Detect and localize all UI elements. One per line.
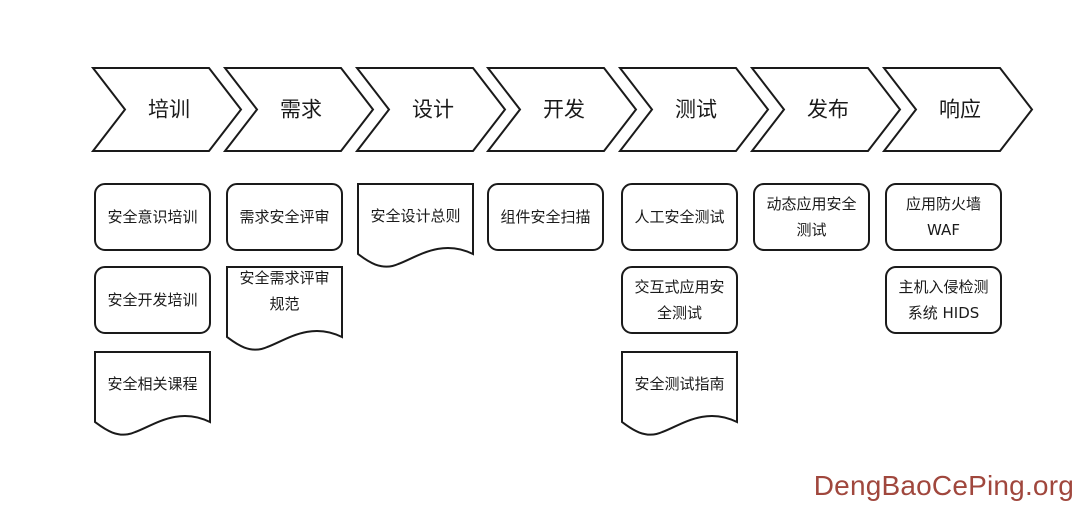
watermark: DengBaoCePing.org xyxy=(813,470,1074,501)
box-label: 安全相关课程 xyxy=(107,375,197,393)
stage-label: 需求 xyxy=(280,98,322,122)
stage-label: 测试 xyxy=(675,98,717,122)
document-box: 安全相关课程 xyxy=(94,351,211,436)
box-label: 需求安全评审 xyxy=(239,208,329,226)
rounded-box: 人工安全测试 xyxy=(621,183,738,251)
stage-chevron xyxy=(354,67,507,152)
document-shape xyxy=(621,351,738,436)
box-label: 人工安全测试 xyxy=(634,208,724,226)
box-label: 主机入侵检测 xyxy=(898,278,988,296)
box-label: 交互式应用安 xyxy=(634,278,724,296)
box-label: 安全测试指南 xyxy=(634,375,724,393)
stage-label: 设计 xyxy=(412,98,454,122)
box-label: 组件安全扫描 xyxy=(500,208,590,226)
rounded-shape xyxy=(621,266,738,334)
rounded-box: 安全开发培训 xyxy=(94,266,211,334)
stage-2: 设计 xyxy=(354,67,507,152)
stage-label: 发布 xyxy=(807,98,849,122)
stage-label: 培训 xyxy=(148,98,190,122)
rounded-box: 应用防火墙 WAF xyxy=(885,183,1002,251)
stage-label: 响应 xyxy=(939,98,981,122)
box-label: 安全设计总则 xyxy=(370,207,460,225)
rounded-shape xyxy=(885,266,1002,334)
stage-chevron xyxy=(222,67,375,152)
rounded-shape xyxy=(94,183,211,251)
stage-chevron xyxy=(749,67,902,152)
box-label: 安全意识培训 xyxy=(107,208,197,226)
box-label: 安全需求评审 xyxy=(239,269,329,287)
stage-6: 响应 xyxy=(881,67,1034,152)
stage-chevron xyxy=(485,67,638,152)
rounded-shape xyxy=(94,266,211,334)
rounded-shape xyxy=(487,183,604,251)
stage-chevron xyxy=(90,67,243,152)
document-shape xyxy=(94,351,211,436)
rounded-box: 需求安全评审 xyxy=(226,183,343,251)
document-shape xyxy=(357,183,474,268)
box-label: 安全开发培训 xyxy=(107,291,197,309)
stage-3: 开发 xyxy=(485,67,638,152)
document-shape xyxy=(226,266,343,351)
rounded-shape xyxy=(753,183,870,251)
box-label: 规范 xyxy=(269,295,299,313)
rounded-shape xyxy=(621,183,738,251)
box-label: 系统 HIDS xyxy=(908,304,980,322)
rounded-box: 组件安全扫描 xyxy=(487,183,604,251)
rounded-box: 安全意识培训 xyxy=(94,183,211,251)
box-label: 应用防火墙 xyxy=(906,195,981,213)
document-box: 安全设计总则 xyxy=(357,183,474,268)
stage-chevron xyxy=(617,67,770,152)
box-label: 动态应用安全 xyxy=(766,195,856,213)
rounded-shape xyxy=(226,183,343,251)
stage-5: 发布 xyxy=(749,67,902,152)
stage-label: 开发 xyxy=(543,98,585,122)
stage-0: 培训 xyxy=(90,67,243,152)
stage-1: 需求 xyxy=(222,67,375,152)
box-label: WAF xyxy=(927,221,960,239)
box-label: 全测试 xyxy=(657,304,702,322)
stage-4: 测试 xyxy=(617,67,770,152)
rounded-shape xyxy=(885,183,1002,251)
stage-chevron xyxy=(881,67,1034,152)
document-box: 安全测试指南 xyxy=(621,351,738,436)
box-label: 测试 xyxy=(796,221,826,239)
